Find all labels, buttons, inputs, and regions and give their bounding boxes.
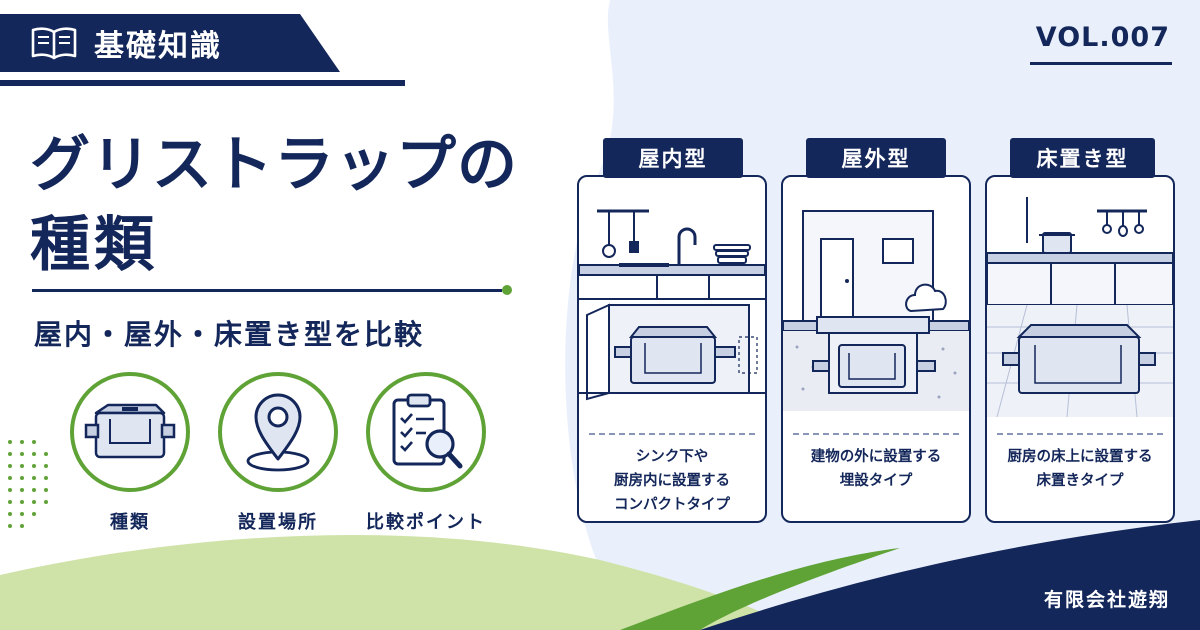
navy-wave	[700, 520, 1200, 630]
indoor-kitchen-illustration	[579, 209, 765, 401]
title-rule	[32, 289, 502, 292]
card-description-outdoor: 建物の外に設置する 埋設タイプ	[783, 445, 969, 493]
company-name: 有限会社遊翔	[1043, 589, 1170, 611]
title-rule-dot	[502, 285, 512, 295]
description-line: 埋設タイプ	[839, 473, 913, 489]
feature-label-comparison: 比較ポイント	[366, 512, 486, 533]
card-divider	[793, 433, 959, 435]
card-divider	[589, 433, 755, 435]
card-indoor: シンク下や 厨房内に設置する コンパクトタイプ	[577, 175, 767, 523]
light-green-wave	[0, 534, 800, 630]
card-chip-indoor: 屋内型	[603, 138, 743, 178]
card-floor: 厨房の床上に設置する 床置きタイプ	[985, 175, 1175, 523]
description-line: 厨房内に設置する	[614, 473, 730, 489]
page-title-line1: グリストラップの	[30, 130, 518, 200]
open-book-icon	[31, 27, 77, 60]
description-line: コンパクトタイプ	[614, 497, 730, 513]
card-description-floor: 厨房の床上に設置する 床置きタイプ	[987, 445, 1173, 493]
category-tag: 基礎知識	[0, 14, 340, 72]
category-label: 基礎知識	[94, 29, 222, 64]
card-divider	[997, 433, 1163, 435]
feature-label-location: 設置場所	[238, 512, 318, 533]
card-description-indoor: シンク下や 厨房内に設置する コンパクトタイプ	[579, 445, 765, 517]
description-line: シンク下や	[635, 449, 709, 465]
clipboard-magnifier-icon	[392, 393, 463, 469]
outdoor-building-illustration	[783, 210, 969, 411]
feature-label-types: 種類	[110, 512, 150, 533]
volume-underline	[1030, 62, 1172, 65]
tag-underline	[0, 80, 405, 86]
grease-trap-icon	[84, 403, 176, 459]
feature-circle-types	[70, 372, 190, 492]
feature-circle-location	[218, 372, 338, 492]
description-line: 床置きタイプ	[1036, 473, 1124, 489]
volume-number: VOL.007	[1035, 22, 1170, 53]
card-chip-outdoor: 屋外型	[806, 138, 946, 178]
card-outdoor: 建物の外に設置する 埋設タイプ	[781, 175, 971, 523]
page-title-line2: 種類	[30, 210, 158, 280]
description-line: 建物の外に設置する	[810, 449, 942, 465]
feature-circle-comparison	[366, 372, 486, 492]
dot-pattern	[8, 440, 48, 528]
green-accent-wave	[620, 548, 900, 630]
card-chip-floor: 床置き型	[1010, 138, 1155, 178]
floor-kitchen-illustration	[987, 197, 1173, 417]
location-pin-icon	[246, 393, 310, 472]
page-subtitle: 屋内・屋外・床置き型を比較	[34, 318, 425, 351]
description-line: 厨房の床上に設置する	[1007, 449, 1153, 465]
